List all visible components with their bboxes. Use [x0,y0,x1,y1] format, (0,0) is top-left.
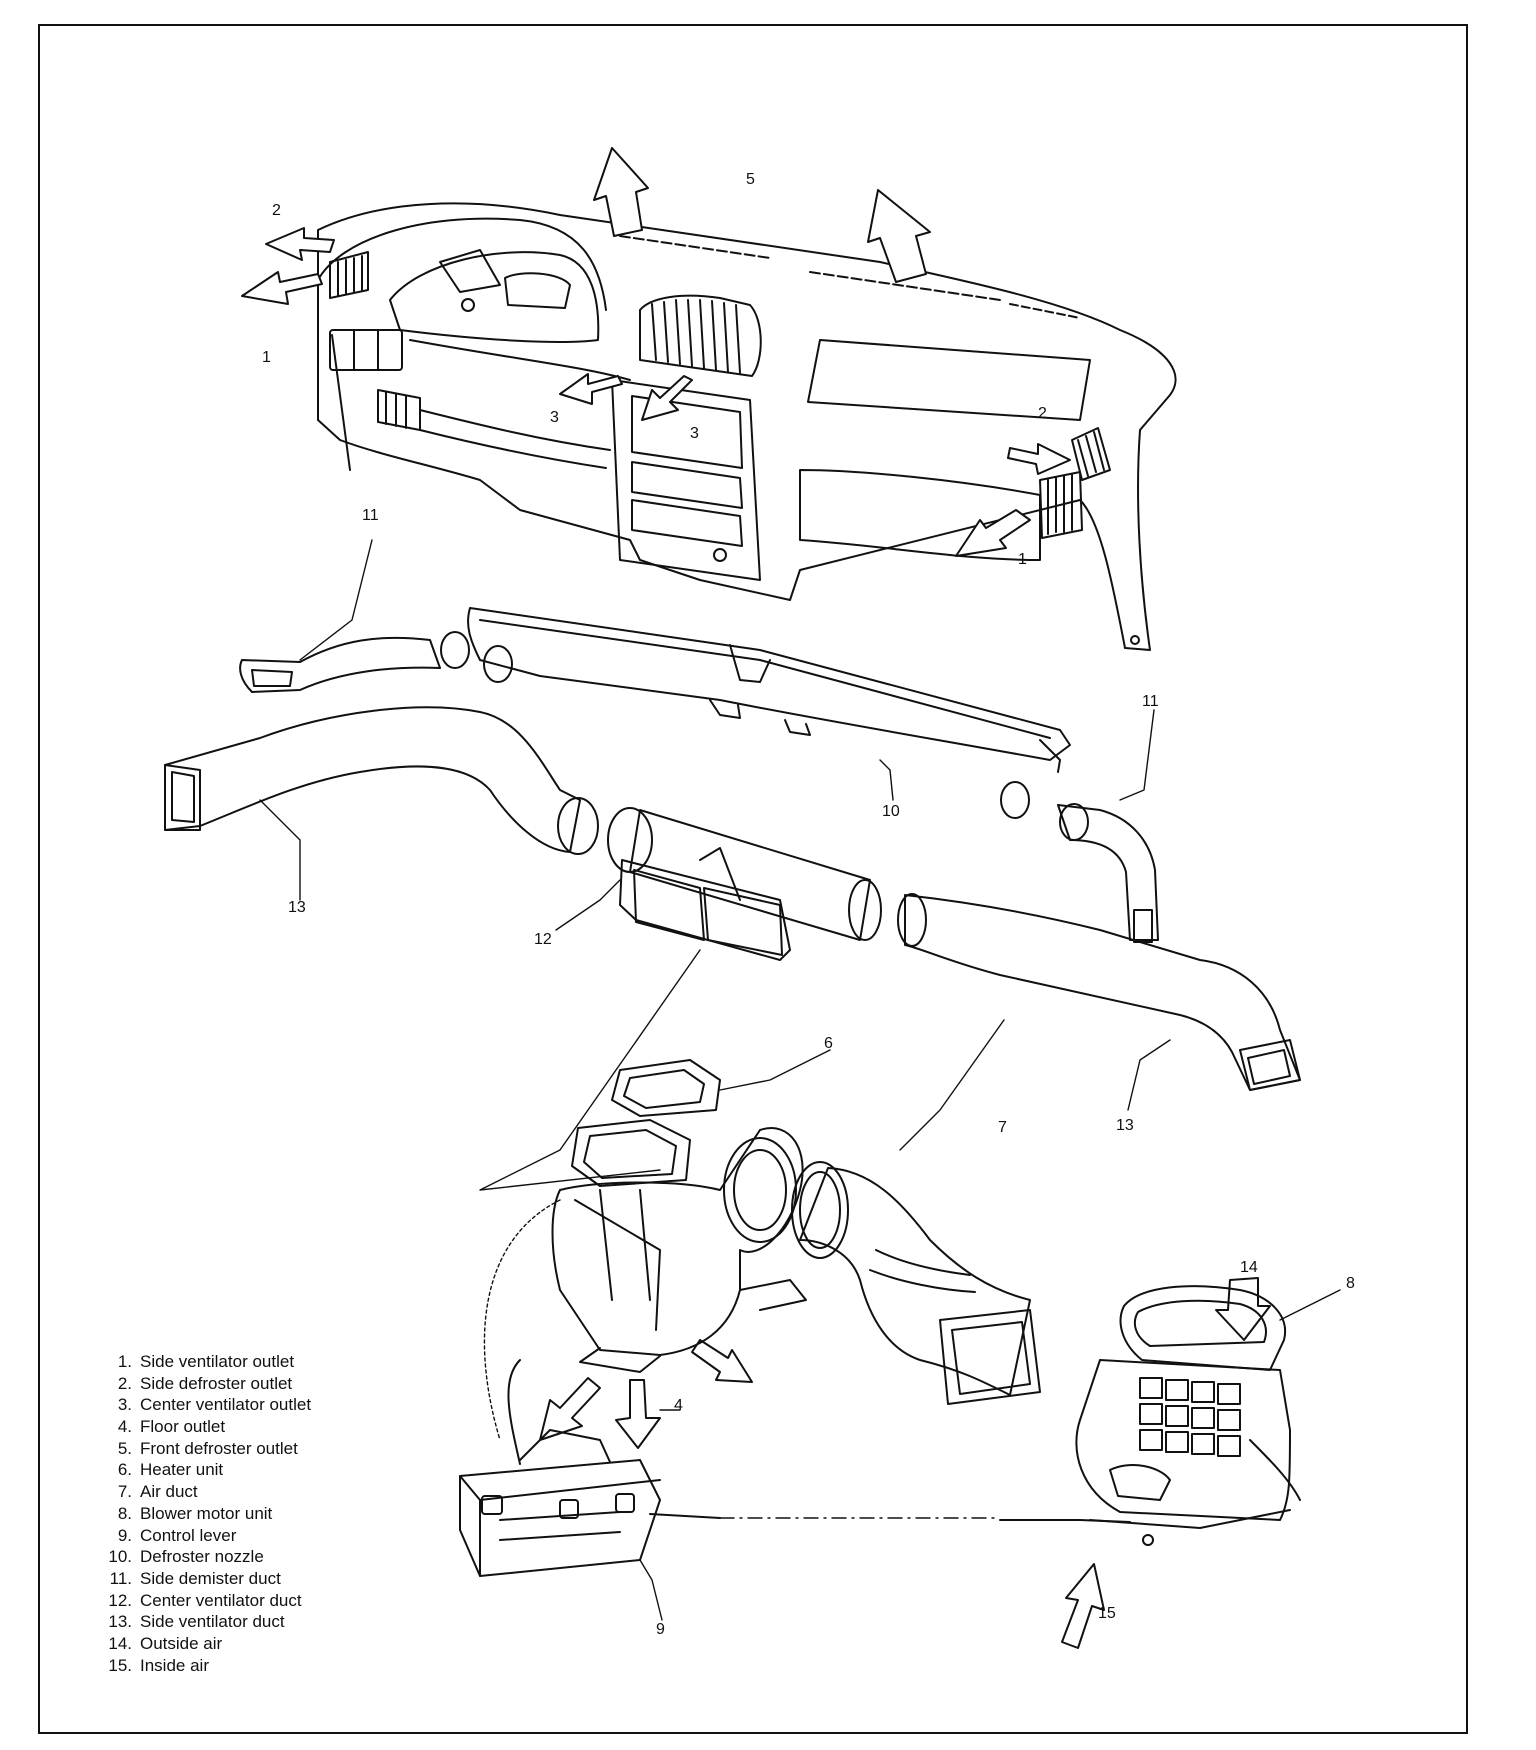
legend-item: 1.Side ventilator outlet [117,1352,295,1371]
diagram-frame [38,24,1468,1734]
legend-item: 10.Defroster nozzle [108,1547,264,1567]
callout-12: 12 [534,931,552,948]
callout-2-right: 2 [1038,405,1047,422]
center-ventilator-duct [607,807,882,961]
legend-item: 13.Side ventilator duct [108,1612,285,1632]
callout-1-right: 1 [1018,551,1027,568]
callout-11-right: 11 [1142,693,1159,710]
side-demister-duct-left [239,636,441,693]
instrument-panel [317,202,1177,651]
leader-lines [259,539,1341,1621]
callout-15: 15 [1098,1605,1116,1622]
legend-item: 12.Center ventilator duct [108,1590,302,1610]
legend-item: 11.Side demister duct [109,1568,281,1588]
side-demister-duct-right [1057,803,1159,943]
callout-13-right: 13 [1116,1117,1134,1134]
legend-item: 3.Center ventilator outlet [117,1395,312,1415]
blower-motor-unit [999,1285,1301,1546]
callout-8: 8 [1346,1275,1355,1292]
control-lever [459,1359,721,1577]
callout-1-left: 1 [262,349,271,366]
legend-item: 8.Blower motor unit [117,1503,273,1523]
callout-10: 10 [882,803,900,820]
callout-6: 6 [824,1035,833,1052]
legend-item: 14.Outside air [108,1633,223,1653]
legend-item: 7.Air duct [117,1482,198,1502]
parts-legend: 1.Side ventilator outlet 2.Side defroste… [96,1352,311,1677]
airflow-arrows [241,147,1271,1649]
callout-11-left: 11 [362,507,379,524]
callout-3-right: 3 [690,425,699,442]
legend-item: 15.Inside air [108,1655,209,1675]
heater-unit [551,1059,807,1373]
legend-item: 5.Front defroster outlet [117,1438,298,1458]
callout-7: 7 [998,1119,1007,1136]
air-duct [791,1161,1041,1405]
defroster-nozzle [440,607,1071,819]
legend-item: 6.Heater unit [117,1460,224,1480]
legend-item: 4.Floor outlet [117,1417,226,1437]
callout-3-left: 3 [550,409,559,426]
callout-14: 14 [1240,1259,1258,1276]
callout-2-left: 2 [272,202,281,219]
legend-item: 2.Side defroster outlet [117,1373,293,1393]
callout-5: 5 [746,171,755,188]
callout-9: 9 [656,1621,665,1638]
side-ventilator-duct-left [164,706,599,855]
callout-13-left: 13 [288,899,306,916]
callout-4: 4 [674,1397,683,1414]
side-ventilator-duct-right [897,893,1301,1091]
legend-item: 9.Control lever [117,1525,237,1545]
